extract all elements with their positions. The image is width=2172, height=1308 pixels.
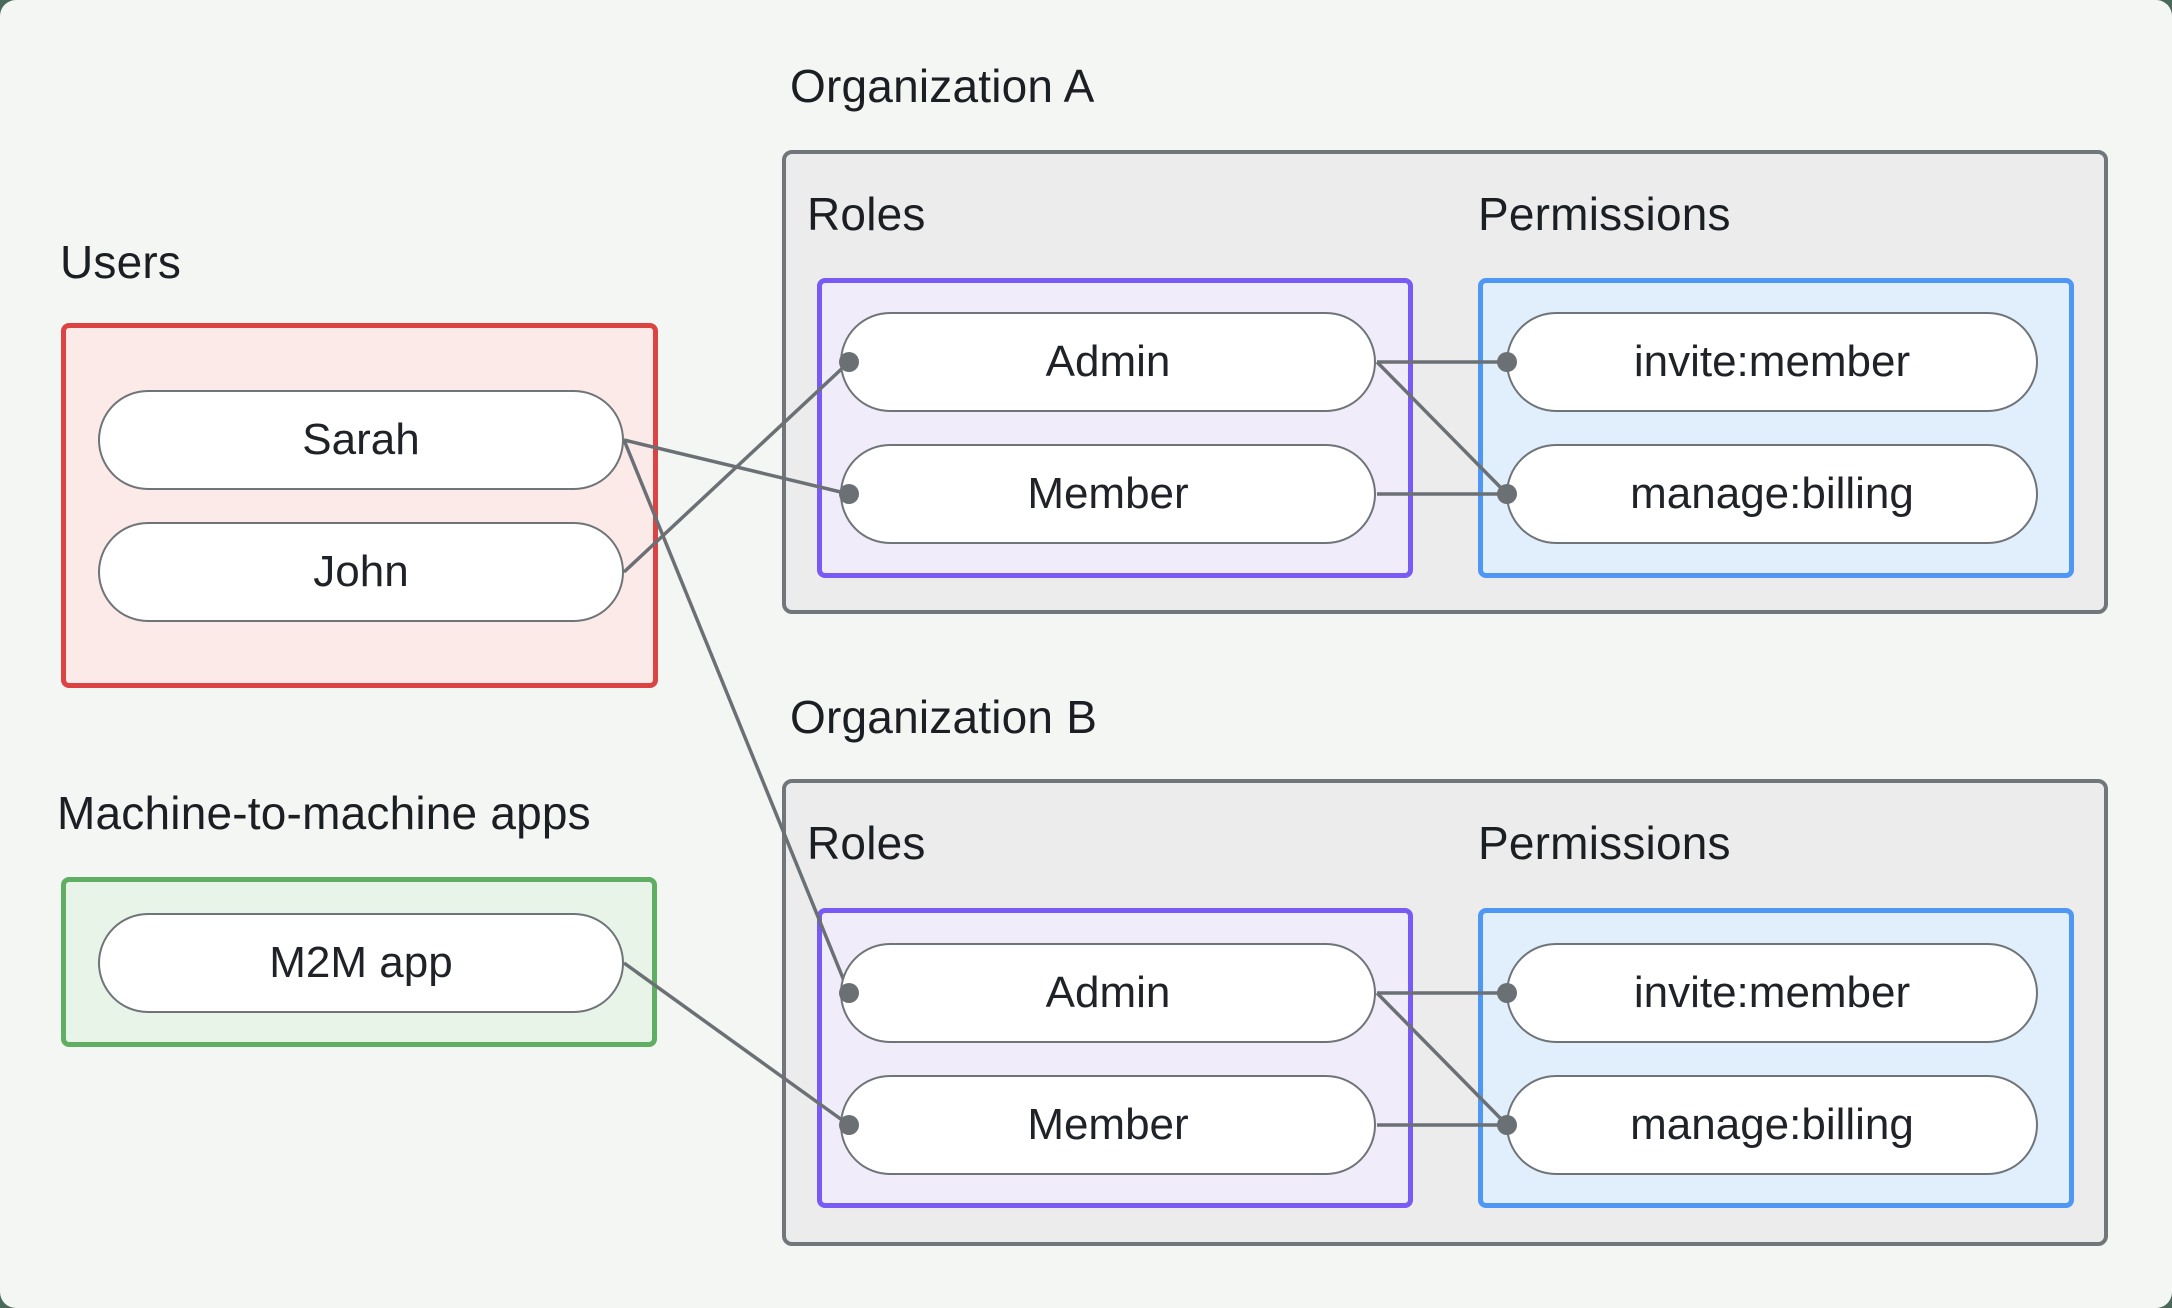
org-b-role-pill-member: Member bbox=[840, 1075, 1376, 1175]
user-pill-sarah: Sarah bbox=[98, 390, 624, 490]
connector-line bbox=[622, 439, 851, 994]
org-a-role-pill-admin: Admin bbox=[840, 312, 1376, 412]
connector-endpoint-dot bbox=[1497, 983, 1517, 1003]
org-b-title: Organization B bbox=[790, 691, 1098, 743]
connector-endpoint-dot bbox=[839, 484, 859, 504]
connector-line bbox=[622, 360, 851, 574]
connector-line bbox=[1375, 991, 1509, 1127]
org-a-permissions-label: Permissions bbox=[1478, 188, 1731, 240]
connector-endpoint-dot bbox=[839, 1115, 859, 1135]
users-group-box bbox=[61, 323, 658, 688]
connector-endpoint-dot bbox=[1497, 1115, 1517, 1135]
org-b-permission-pill-manage-billing: manage:billing bbox=[1506, 1075, 2038, 1175]
org-b-roles-label: Roles bbox=[807, 817, 926, 869]
org-a-role-pill-member: Member bbox=[840, 444, 1376, 544]
org-b-permissions-label: Permissions bbox=[1478, 817, 1731, 869]
m2m-app-pill: M2M app bbox=[98, 913, 624, 1013]
connector-line bbox=[1375, 360, 1509, 496]
connector-endpoint-dot bbox=[1497, 352, 1517, 372]
m2m-section-label: Machine-to-machine apps bbox=[57, 787, 591, 839]
connector-endpoint-dot bbox=[839, 983, 859, 1003]
org-a-title: Organization A bbox=[790, 60, 1095, 112]
user-pill-john: John bbox=[98, 522, 624, 622]
connector-endpoint-dot bbox=[839, 352, 859, 372]
connector-endpoint-dot bbox=[1497, 484, 1517, 504]
org-b-permission-pill-invite-member: invite:member bbox=[1506, 943, 2038, 1043]
connector-line bbox=[622, 961, 851, 1127]
org-a-roles-label: Roles bbox=[807, 188, 926, 240]
org-b-role-pill-admin: Admin bbox=[840, 943, 1376, 1043]
org-a-permission-pill-manage-billing: manage:billing bbox=[1506, 444, 2038, 544]
users-section-label: Users bbox=[60, 236, 182, 288]
org-a-permission-pill-invite-member: invite:member bbox=[1506, 312, 2038, 412]
